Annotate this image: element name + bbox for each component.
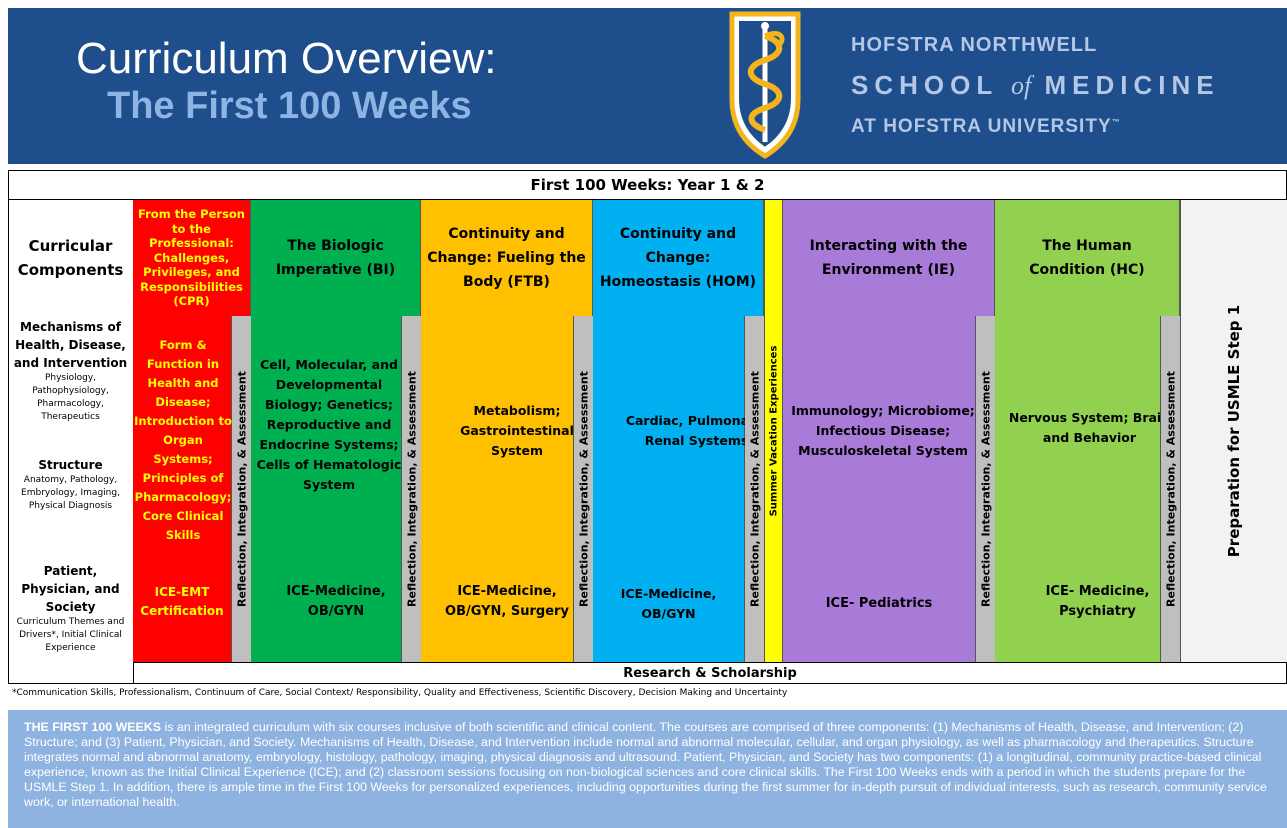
ria-column-bi: Reflection, Integration, & Assessment [402, 316, 421, 662]
description-lead: THE FIRST 100 WEEKS [24, 720, 162, 734]
course-header-hom: Continuity and Change: Homeostasis (HOM) [593, 200, 764, 316]
school-name-line2: SCHOOL of MEDICINE [851, 70, 1220, 100]
row-label-structure: Structure Anatomy, Pathology, Embryology… [21, 458, 120, 511]
course-column-bi: Cell, Molecular, and Developmental Biolo… [251, 316, 402, 662]
course-header-ftb: Continuity and Change: Fueling the Body … [421, 200, 593, 316]
caduceus-shield-icon [729, 11, 801, 159]
row-label-patient: Patient, Physician, and Society Curricul… [16, 564, 125, 653]
course-content-ie: Immunology; Microbiome; Infectious Disea… [791, 403, 975, 458]
course-content-hc: Nervous System; Brain and Behavior [1008, 410, 1171, 445]
ria-column-hom: Reflection, Integration, & Assessment [745, 316, 764, 662]
row-label-mechanisms: Mechanisms of Health, Disease, and Inter… [13, 320, 128, 422]
description-box: THE FIRST 100 WEEKS is an integrated cur… [8, 710, 1287, 828]
course-content-hom: Cardiac, Pulmonary, Renal Systems [625, 413, 768, 448]
course-column-hc: Nervous System; Brain and Behavior ICE- … [995, 316, 1170, 662]
research-scholarship-bar: Research & Scholarship [133, 662, 1287, 684]
course-header-cpr: From the Person to the Professional: Cha… [133, 200, 251, 316]
page-subtitle: The First 100 Weeks [107, 85, 472, 127]
course-content-bi: Cell, Molecular, and Developmental Biolo… [256, 357, 402, 492]
course-ice-hc: ICE- Medicine, Psychiatry [1045, 584, 1150, 619]
course-ice-cpr: ICE-EMT Certification [140, 585, 224, 618]
course-column-hom: Cardiac, Pulmonary, Renal Systems ICE-Me… [593, 316, 767, 662]
course-content-cpr: Form & Function in Health and Disease; I… [134, 337, 232, 542]
school-name-line1: HOFSTRA NORTHWELL [851, 34, 1098, 56]
header-banner [8, 8, 1287, 164]
course-column-ie: Immunology; Microbiome; Infectious Disea… [783, 316, 976, 662]
course-header-bi: The Biologic Imperative (BI) [251, 200, 421, 316]
ria-column-cpr: Reflection, Integration, & Assessment [232, 316, 251, 662]
course-ice-ftb: ICE-Medicine, OB/GYN, Surgery [445, 584, 569, 619]
course-ice-ie: ICE- Pediatrics [825, 596, 933, 611]
ria-column-ftb: Reflection, Integration, & Assessment [574, 316, 593, 662]
usmle-step1-column: Preparation for USMLE Step 1 [1180, 200, 1287, 662]
year-header: First 100 Weeks: Year 1 & 2 [8, 170, 1287, 200]
summer-vacation-column: Summer Vacation Experiences [764, 200, 783, 662]
course-column-ftb: Metabolism; Gastrointestinal System ICE-… [421, 316, 574, 662]
course-ice-bi: ICE-Medicine, OB/GYN [286, 584, 386, 619]
description-body: is an integrated curriculum with six cou… [24, 720, 1267, 809]
footnote: *Communication Skills, Professionalism, … [12, 688, 788, 698]
course-content-ftb: Metabolism; Gastrointestinal System [460, 403, 574, 458]
ria-column-ie: Reflection, Integration, & Assessment [976, 316, 995, 662]
course-ice-hom: ICE-Medicine, OB/GYN [620, 586, 717, 621]
course-column-cpr: Form & Function in Health and Disease; I… [133, 316, 232, 662]
page-title: Curriculum Overview: [76, 34, 497, 83]
curricular-components-label: Curricular Components [17, 237, 124, 279]
ria-column-hc: Reflection, Integration, & Assessment [1161, 316, 1180, 662]
course-header-hc: The Human Condition (HC) [995, 200, 1180, 316]
course-header-ie: Interacting with the Environment (IE) [783, 200, 995, 316]
school-name-line3: AT HOFSTRA UNIVERSITY™ [851, 116, 1121, 137]
